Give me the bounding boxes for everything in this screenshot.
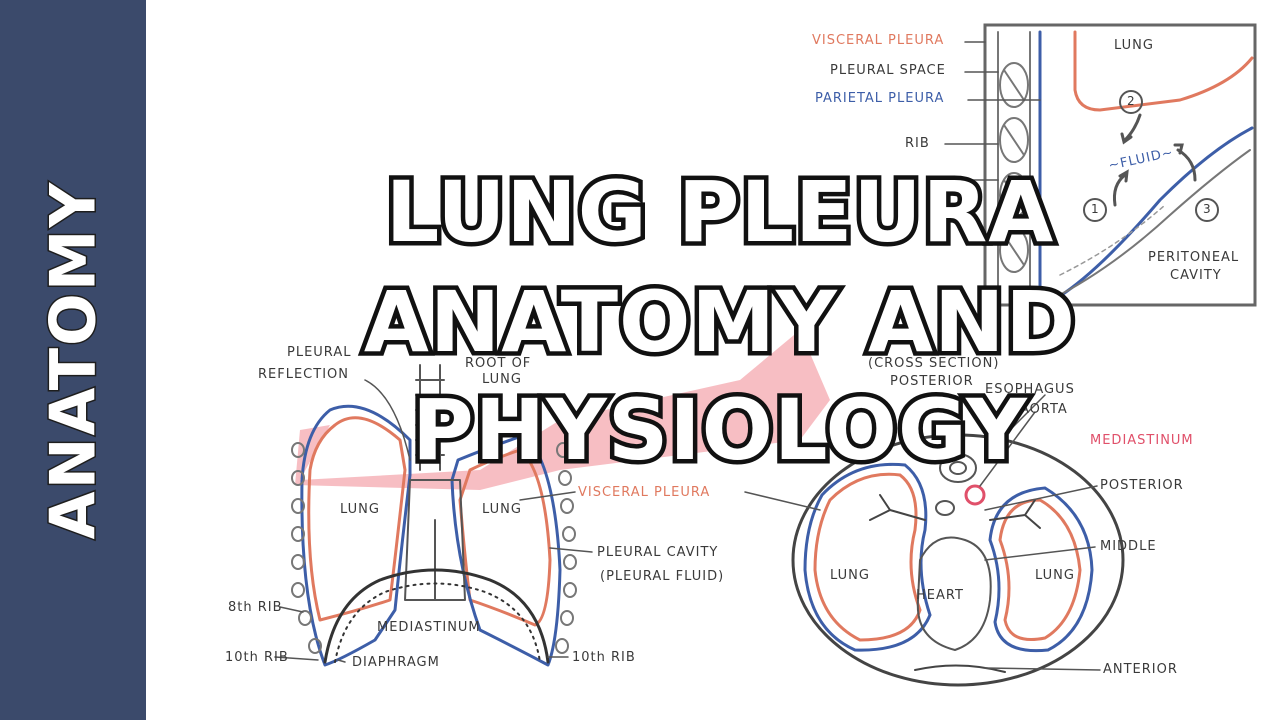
cross-section-label: (CROSS SECTION) xyxy=(868,356,1000,371)
anterior-label: ANTERIOR xyxy=(1103,662,1178,677)
title-line-2: ANATOMY AND xyxy=(359,273,1079,371)
pleural-reflection-label-1: PLEURAL xyxy=(287,345,352,360)
inset-visceral-pleura-label: VISCERAL PLEURA xyxy=(812,33,945,48)
frontal-lung-left-label: LUNG xyxy=(340,502,380,517)
inset-peritoneal-label: PERITONEAL xyxy=(1148,250,1240,265)
rib8-label: 8th RIB xyxy=(228,600,283,615)
aorta-label: AORTA xyxy=(1020,402,1068,417)
pleural-reflection-label-2: REFLECTION xyxy=(258,367,349,382)
inset-lung-label: LUNG xyxy=(1114,38,1154,53)
posterior-top-label: POSTERIOR xyxy=(890,374,974,389)
root-of-lung-label-1: ROOT OF xyxy=(465,356,532,371)
rib10-left-label: 10th RIB xyxy=(225,650,289,665)
inset-cavity-label: CAVITY xyxy=(1170,268,1222,283)
title-line-3: PHYSIOLOGY xyxy=(408,381,1032,479)
inset-marker-2: 2 xyxy=(1127,94,1136,108)
inset-diagram xyxy=(944,23,1257,307)
pink-arrow xyxy=(295,330,830,490)
cross-lung-left-label: LUNG xyxy=(830,568,870,583)
root-of-lung-label-2: LUNG xyxy=(482,372,522,387)
heart-label: HEART xyxy=(916,588,964,603)
frontal-mediastinum-label: MEDIASTINUM xyxy=(377,620,481,635)
pleural-cavity-label: PLEURAL CAVITY xyxy=(597,545,719,560)
cross-section-diagram xyxy=(744,394,1125,687)
title-line-1: LUNG PLEURA xyxy=(381,163,1058,261)
inset-rib-label: RIB xyxy=(905,136,930,151)
middle-label: MIDDLE xyxy=(1100,539,1157,554)
esophagus-label: ESOPHAGUS xyxy=(985,382,1075,397)
frontal-diagram xyxy=(274,364,593,667)
frontal-visceral-pleura-label: VISCERAL PLEURA xyxy=(578,485,711,500)
cross-lung-right-label: LUNG xyxy=(1035,568,1075,583)
inset-pleural-space-label: PLEURAL SPACE xyxy=(830,63,946,78)
sidebar-panel: ANATOMY xyxy=(0,0,146,720)
rib10-right-label: 10th RIB xyxy=(572,650,636,665)
mediastinum-label: MEDIASTINUM xyxy=(1090,433,1194,448)
inset-parietal-pleura-label: PARIETAL PLEURA xyxy=(815,91,945,106)
inset-marker-3: 3 xyxy=(1203,202,1212,216)
inset-marker-1: 1 xyxy=(1091,202,1100,216)
posterior-label: POSTERIOR xyxy=(1100,478,1184,493)
pleural-fluid-label: (PLEURAL FLUID) xyxy=(600,569,725,584)
diaphragm-label: DIAPHRAGM xyxy=(352,655,440,670)
frontal-lung-right-label: LUNG xyxy=(482,502,522,517)
